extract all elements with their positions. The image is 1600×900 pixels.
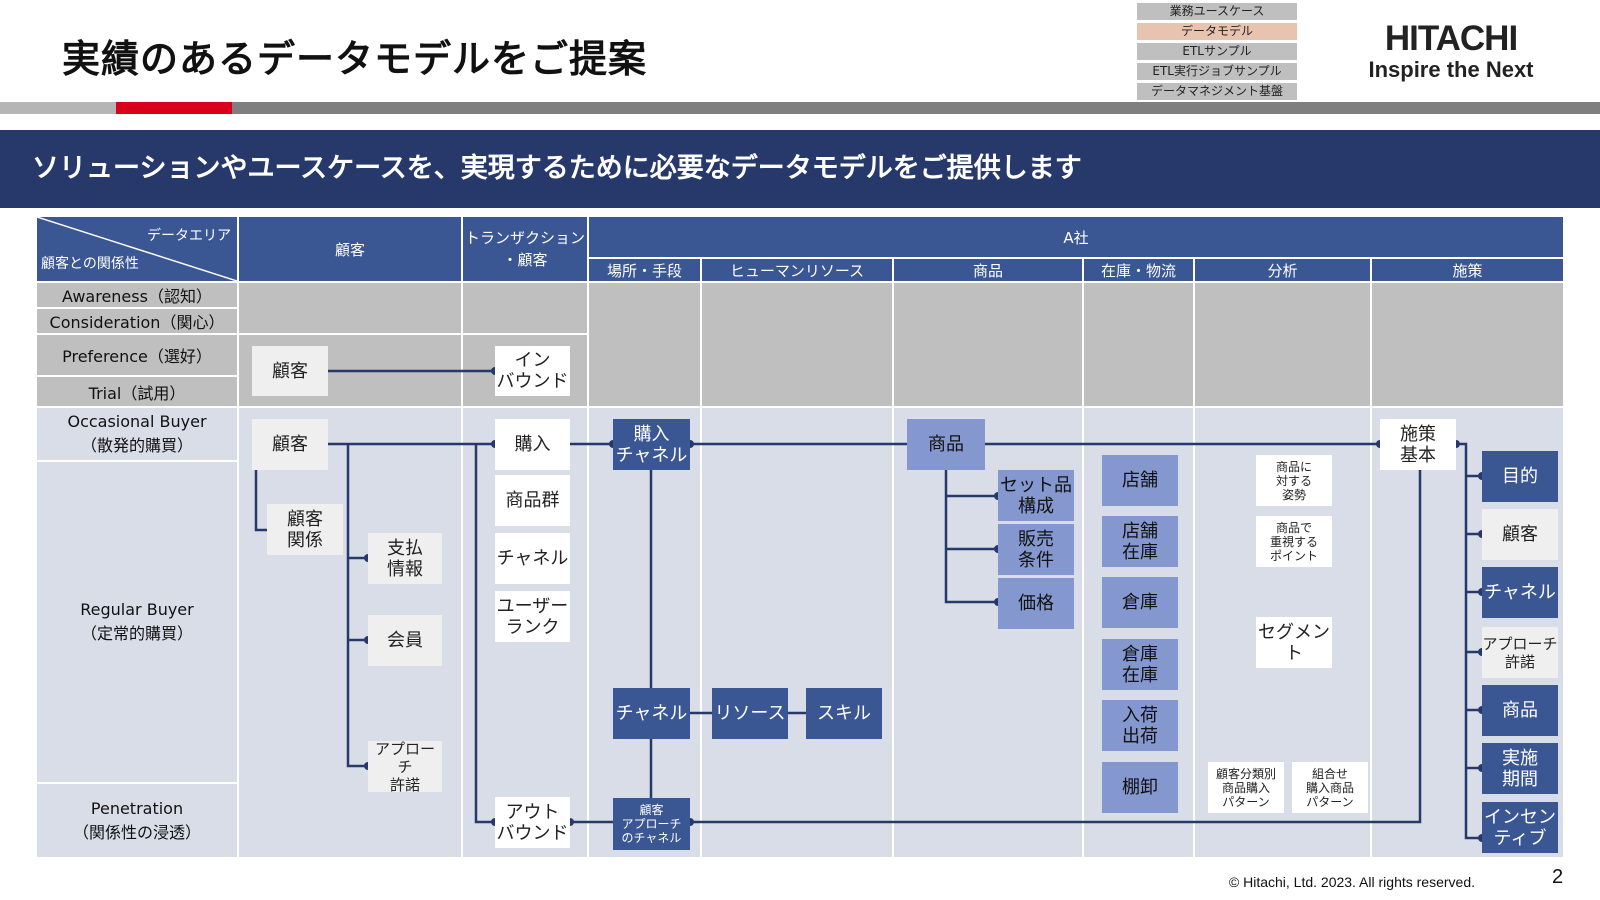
band-cust-top [239, 283, 461, 333]
entity-inbound[interactable]: イン バウンド [495, 346, 570, 396]
rule-seg-red [116, 102, 232, 114]
entity-outbound[interactable]: アウト バウンド [495, 797, 570, 848]
band-anal-top [1195, 283, 1370, 406]
corner-header: データエリア 顧客との関係性 [37, 217, 237, 281]
row-penetration-line2: （関係性の浸透） [72, 822, 201, 842]
entity-customer[interactable]: 顧客 [252, 419, 328, 470]
entity-point[interactable]: 商品で 重視する ポイント [1256, 516, 1332, 567]
entity-period[interactable]: 実施 期間 [1482, 743, 1558, 794]
header-transaction: トランザクション ・顧客 [463, 217, 587, 281]
entity-policy-customer[interactable]: 顧客 [1482, 509, 1558, 560]
entity-policy-basic[interactable]: 施策 基本 [1380, 419, 1456, 470]
area-hr [702, 408, 892, 857]
section-nav: 業務ユースケース データモデル ETLサンプル ETL実行ジョブサンプル データ… [1137, 3, 1297, 103]
entity-member[interactable]: 会員 [368, 615, 442, 666]
row-preference: Preference（選好） [37, 335, 237, 375]
header-rule [0, 102, 1600, 114]
entity-policy-product[interactable]: 商品 [1482, 685, 1558, 736]
entity-policy-approach[interactable]: アプローチ 許諾 [1482, 627, 1558, 678]
entity-channel-tx[interactable]: チャネル [495, 533, 570, 584]
entity-category-pattern[interactable]: 顧客分類別 商品購入 パターン [1208, 762, 1284, 813]
entity-purpose[interactable]: 目的 [1482, 451, 1558, 502]
band-hr-top [702, 283, 892, 406]
entity-pref-customer[interactable]: 顧客 [252, 346, 328, 396]
entity-inventory[interactable]: 棚卸 [1102, 762, 1178, 813]
row-occasional: Occasional Buyer （散発的購買） [37, 408, 237, 460]
nav-item-etl-sample[interactable]: ETLサンプル [1137, 43, 1297, 60]
entity-channel-place[interactable]: チャネル [613, 688, 690, 739]
entity-combo-pattern[interactable]: 組合せ 購入商品 パターン [1292, 762, 1368, 813]
entity-warehouse-stock[interactable]: 倉庫 在庫 [1102, 639, 1178, 690]
corner-diagonal [37, 217, 237, 281]
page-number: 2 [1552, 866, 1564, 888]
logo-line2: Inspire the Next [1368, 57, 1534, 82]
entity-payment[interactable]: 支払 情報 [368, 533, 442, 584]
header-sub-policy: 施策 [1372, 259, 1563, 281]
row-penetration-line1: Penetration [90, 798, 184, 818]
entity-set-product[interactable]: セット品 構成 [998, 470, 1074, 521]
header-customer: 顧客 [239, 217, 461, 281]
entity-store-stock[interactable]: 店舗 在庫 [1102, 516, 1178, 567]
entity-approach-permit[interactable]: アプローチ 許諾 [368, 740, 442, 794]
row-awareness: Awareness（認知） [37, 283, 237, 307]
band-place-top [589, 283, 700, 406]
band-stock-top [1084, 283, 1193, 406]
row-occasional-line2: （散発的購買） [80, 436, 193, 455]
page-title: 実績のあるデータモデルをご提案 [62, 37, 648, 81]
entity-skill[interactable]: スキル [806, 688, 882, 739]
entity-purchase[interactable]: 購入 [495, 419, 570, 470]
entity-attitude[interactable]: 商品に 対する 姿勢 [1256, 455, 1332, 506]
entity-purchase-channel[interactable]: 購入 チャネル [613, 419, 690, 470]
entity-incentive[interactable]: インセン ティブ [1482, 802, 1558, 853]
band-tx-top [463, 283, 587, 333]
entity-resource[interactable]: リソース [712, 688, 788, 739]
subtitle-banner: ソリューションやユースケースを、実現するために必要なデータモデルをご提供します [0, 130, 1600, 208]
row-regular-line2: （定常的購買） [80, 624, 193, 643]
entity-sales-condition[interactable]: 販売 条件 [998, 524, 1074, 575]
row-regular: Regular Buyer （定常的購買） [37, 462, 237, 782]
nav-item-etl-job[interactable]: ETL実行ジョブサンプル [1137, 63, 1297, 80]
nav-item-datamodel[interactable]: データモデル [1137, 23, 1297, 40]
corner-top-label: データエリア [147, 228, 231, 244]
row-consideration: Consideration（関心） [37, 309, 237, 333]
entity-customer-approach-channel[interactable]: 顧客 アプローチ のチャネル [613, 798, 690, 850]
entity-product[interactable]: 商品 [907, 419, 985, 470]
row-penetration: Penetration （関係性の浸透） [37, 784, 237, 857]
nav-item-usecase[interactable]: 業務ユースケース [1137, 3, 1297, 20]
rule-seg-gray [0, 102, 116, 114]
entity-policy-channel[interactable]: チャネル [1482, 567, 1558, 618]
entity-store[interactable]: 店舗 [1102, 455, 1178, 506]
entity-price[interactable]: 価格 [998, 578, 1074, 629]
nav-item-data-platform[interactable]: データマネジメント基盤 [1137, 83, 1297, 100]
header-sub-place: 場所・手段 [589, 259, 700, 281]
header-sub-stock: 在庫・物流 [1084, 259, 1193, 281]
entity-segment[interactable]: セグメント [1256, 617, 1332, 668]
copyright: © Hitachi, Ltd. 2023. All rights reserve… [1228, 874, 1475, 890]
corner-bottom-label: 顧客との関係性 [41, 256, 139, 272]
entity-in-out[interactable]: 入荷 出荷 [1102, 700, 1178, 751]
logo-line1: HITACHI [1384, 19, 1518, 58]
area-place [589, 408, 700, 857]
header-company: A社 [589, 217, 1563, 257]
entity-warehouse[interactable]: 倉庫 [1102, 577, 1178, 628]
band-policy-top [1372, 283, 1563, 406]
row-trial: Trial（試用） [37, 377, 237, 406]
row-regular-line1: Regular Buyer [80, 600, 194, 619]
row-occasional-line1: Occasional Buyer [67, 412, 207, 431]
header-sub-analysis: 分析 [1195, 259, 1370, 281]
hitachi-logo: HITACHI Inspire the Next [1346, 20, 1556, 82]
band-prod-top [894, 283, 1082, 406]
entity-user-rank[interactable]: ユーザー ランク [495, 591, 570, 642]
entity-customer-relation[interactable]: 顧客 関係 [267, 504, 343, 555]
header-sub-hr: ヒューマンリソース [702, 259, 892, 281]
entity-product-group[interactable]: 商品群 [495, 475, 570, 526]
header-sub-product: 商品 [894, 259, 1082, 281]
